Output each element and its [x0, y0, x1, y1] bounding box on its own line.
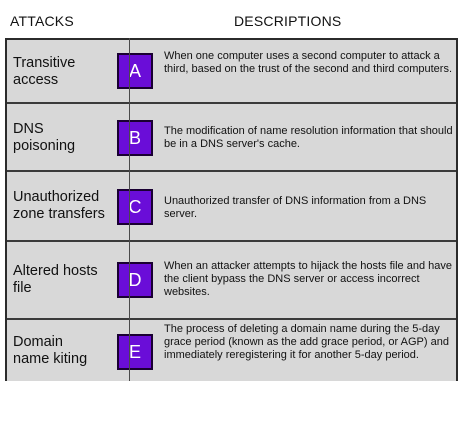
table-row-domain-name-kiting: Domain name kiting E The process of dele…: [7, 318, 456, 381]
table-row-altered-hosts-file: Altered hosts file D When an attacker at…: [7, 240, 456, 320]
attack-letter-badge: B: [117, 120, 153, 156]
attack-name: Altered hosts file: [13, 263, 98, 296]
attack-description: The modification of name resolution info…: [164, 125, 453, 150]
attack-letter-badge: A: [117, 53, 153, 89]
table-row-dns-poisoning: DNS poisoning B The modification of name…: [7, 102, 456, 172]
attack-name: Transitive access: [13, 55, 76, 88]
table-row-unauthorized-zone-transfers: Unauthorized zone transfers C Unauthoriz…: [7, 170, 456, 242]
attacks-table: Transitive access A When one computer us…: [5, 38, 458, 381]
descriptions-column-header: DESCRIPTIONS: [234, 13, 342, 29]
attack-description: Unauthorized transfer of DNS information…: [164, 195, 427, 220]
attack-name: DNS poisoning: [13, 121, 76, 154]
attack-name: Domain name kiting: [13, 334, 88, 367]
attack-letter-badge: D: [117, 262, 153, 298]
attack-name: Unauthorized zone transfers: [13, 189, 105, 222]
attack-letter-badge: E: [117, 334, 153, 370]
column-divider: [129, 38, 130, 381]
attack-description: When an attacker attempts to hijack the …: [164, 260, 452, 298]
attack-letter-badge: C: [117, 189, 153, 225]
attack-description: The process of deleting a domain name du…: [164, 323, 449, 361]
attacks-column-header: ATTACKS: [10, 13, 74, 29]
table-row-transitive-access: Transitive access A When one computer us…: [7, 40, 456, 104]
attack-description: When one computer uses a second computer…: [164, 50, 453, 75]
